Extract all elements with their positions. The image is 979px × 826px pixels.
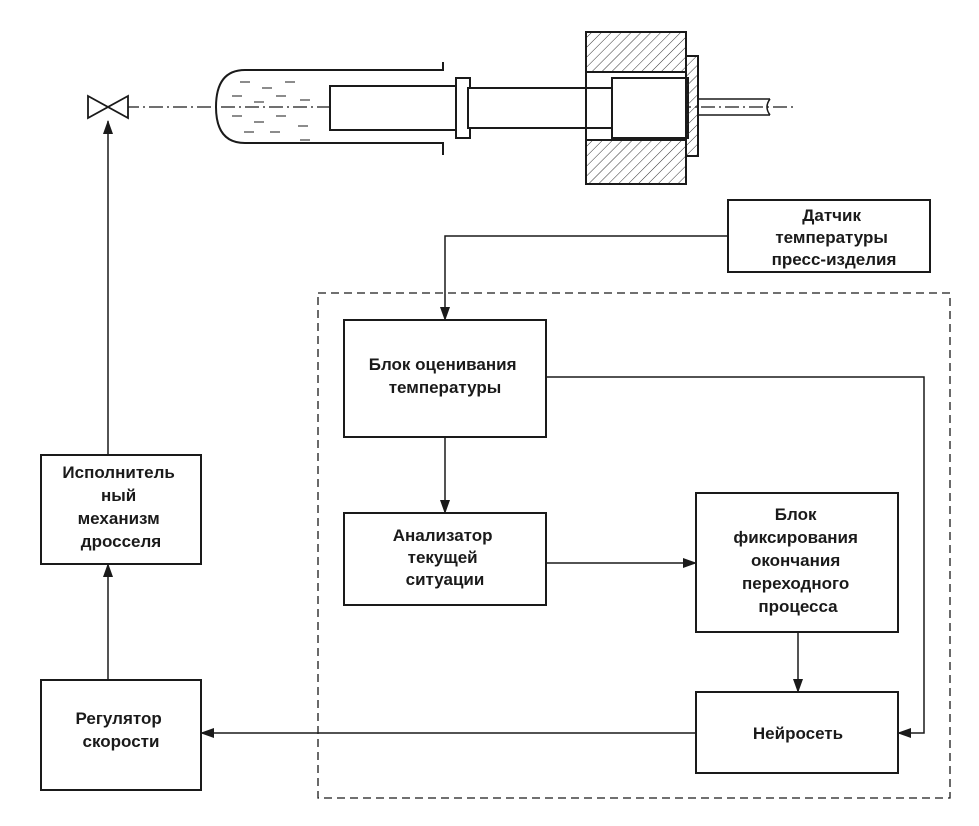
analyzer-line-3: ситуации <box>406 570 485 589</box>
extruded-product-icon <box>698 98 771 116</box>
actuator-line-3: механизм <box>78 509 160 528</box>
throttle-actuator-block: Исполнитель ный механизм дросселя <box>40 454 202 565</box>
fixation-line-5: процесса <box>758 597 838 616</box>
transient-fixation-block: Блок фиксирования окончания переходного … <box>695 492 899 633</box>
liquid-hatching <box>232 81 310 141</box>
svg-text:Блок оценивания температ: Блок оценивания температуры <box>369 355 521 397</box>
svg-text:Блок фиксирования: Блок фиксирования окончания переходного … <box>733 505 862 616</box>
neural-line-1: Нейросеть <box>753 724 843 743</box>
actuator-line-4: дросселя <box>81 532 161 551</box>
ram-icon <box>329 77 689 139</box>
sensor-to-estimator-arrow <box>440 235 728 321</box>
estimator-line-1: Блок оценивания <box>369 355 517 374</box>
speed-regulator-block: Регулятор скорости <box>40 679 202 791</box>
svg-text:Нейросеть: Нейросеть <box>753 724 843 743</box>
sensor-line-2: температуры <box>775 228 888 247</box>
sensor-line-3: пресс-изделия <box>772 250 897 269</box>
svg-text:Исполнитель ный ме: Исполнитель ный механизм дросселя <box>62 463 179 551</box>
svg-text:Датчик температуры: Датчик температуры пресс-изделия <box>772 206 897 269</box>
sensor-line-1: Датчик <box>802 206 861 225</box>
actuator-line-1: Исполнитель <box>62 463 174 482</box>
svg-text:Регулятор скорости: Регулятор скорости <box>75 709 166 751</box>
fixation-line-2: фиксирования <box>733 528 858 547</box>
fixation-line-1: Блок <box>775 505 817 524</box>
die-block-icon <box>585 31 699 185</box>
sensor-block: Датчик температуры пресс-изделия <box>727 199 931 273</box>
estimator-to-neural-arrow <box>546 376 925 738</box>
regulator-line-1: Регулятор <box>75 709 161 728</box>
svg-text:Анализатор текущей: Анализатор текущей ситуации <box>393 526 498 589</box>
fixation-line-4: переходного <box>742 574 849 593</box>
connectors <box>103 120 925 738</box>
temperature-estimator-block: Блок оценивания температуры <box>343 319 547 438</box>
regulator-line-2: скорости <box>83 732 160 751</box>
estimator-line-2: температуры <box>389 378 502 397</box>
actuator-line-2: ный <box>101 486 136 505</box>
throttle-valve-icon <box>87 94 129 120</box>
analyzer-line-1: Анализатор <box>393 526 493 545</box>
neural-network-block: Нейросеть <box>695 691 899 774</box>
container-icon <box>214 62 444 155</box>
analyzer-line-2: текущей <box>408 548 478 567</box>
situation-analyzer-block: Анализатор текущей ситуации <box>343 512 547 606</box>
press-drawing <box>87 31 797 185</box>
control-system-boundary <box>317 292 951 799</box>
fixation-line-3: окончания <box>751 551 840 570</box>
